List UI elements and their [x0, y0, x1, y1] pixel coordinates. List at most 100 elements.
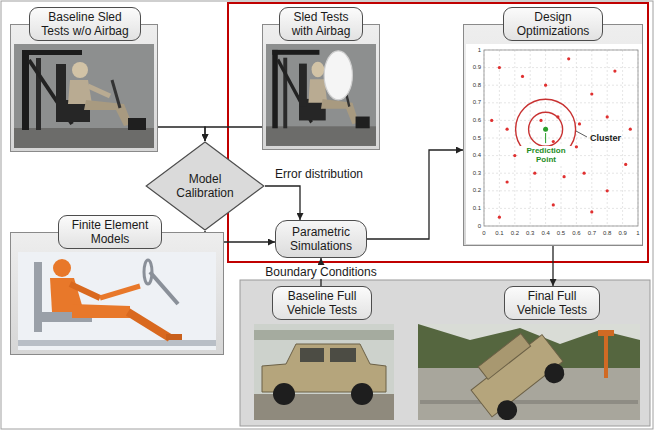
airbag-sled-test-photo [299, 64, 307, 107]
finite-element-model-render [50, 278, 84, 312]
rollover-vehicle-photo [418, 368, 640, 420]
connector-arrow [367, 150, 463, 239]
finite-element-model-render [70, 284, 100, 298]
plot-grid [514, 50, 515, 226]
node-text: Parametric Simulations [282, 225, 360, 253]
axis-tick: 0.3 [464, 170, 481, 177]
heading-text: Finite Element Models [65, 218, 155, 246]
baseline-vehicle-photo [254, 324, 394, 420]
axis-tick: 0.1 [464, 205, 481, 212]
sample-points [521, 75, 524, 78]
finite-element-model-render [100, 286, 140, 298]
rollover-vehicle-photo [418, 324, 640, 420]
heading-text: Baseline Full Vehicle Tests [279, 289, 365, 317]
panel-ground [262, 24, 380, 150]
test-panel: Final Full Vehicle Tests [412, 286, 644, 422]
axis-tick: 0.5 [464, 135, 481, 142]
callout-label: Prediction Point [520, 146, 572, 164]
heading-tab: Final Full Vehicle Tests [504, 286, 600, 320]
axis-tick: 0 [464, 223, 481, 230]
baseline-vehicle-photo [254, 330, 394, 340]
axis-tick: 1 [464, 47, 481, 54]
plot-grid [530, 50, 531, 226]
callout-label: Cluster [590, 133, 634, 143]
sample-points [552, 203, 555, 206]
heading-tab: Design Optimizations [503, 7, 603, 41]
sample-points [629, 128, 632, 131]
plot-grid [484, 226, 638, 227]
connector-arrow [552, 246, 553, 286]
baseline-vehicle-photo [273, 383, 295, 405]
airbag-sled-test-photo [356, 117, 370, 129]
rollover-vehicle-photo [418, 324, 640, 368]
sample-points [513, 154, 516, 157]
axis-tick: 0.3 [522, 230, 538, 237]
axis-tick: 0.2 [507, 230, 523, 237]
sled-test-photo [22, 50, 29, 130]
sample-points [590, 210, 593, 213]
axis-tick: 0.7 [584, 230, 600, 237]
sled-test-photo [68, 80, 92, 104]
vehicle-test-band [240, 280, 650, 426]
rollover-vehicle-photo [540, 359, 568, 387]
sample-points [624, 163, 627, 166]
finite-element-model-render [150, 272, 178, 304]
diamond-outline [146, 142, 264, 230]
sample-points [613, 70, 616, 73]
rollover-vehicle-photo [604, 334, 608, 378]
airbag-sled-test-photo [283, 58, 287, 129]
leader-line [576, 131, 587, 137]
plot-grid [484, 50, 638, 226]
baseline-vehicle-photo [300, 348, 324, 362]
axis-tick: 0.6 [568, 230, 584, 237]
finite-element-model-render [18, 340, 216, 346]
sled-test-photo [84, 100, 132, 126]
airbag-sled-test-photo [266, 126, 376, 146]
plot-grid [499, 50, 500, 226]
sled-test-photo [56, 100, 90, 122]
airbag-sled-test-photo [266, 44, 376, 146]
rollover-vehicle-photo [418, 324, 640, 420]
airbag-sled-test-photo [299, 99, 326, 121]
sample-points [578, 122, 581, 125]
sled-test-photo [128, 118, 146, 130]
axis-tick: 0.4 [538, 230, 554, 237]
sample-points [590, 92, 593, 95]
sample-points [498, 216, 501, 219]
decision-diamond: Model Calibration [145, 141, 265, 231]
connector-arrow [224, 241, 275, 242]
finite-element-model-render [18, 252, 216, 350]
airbag-sled-test-photo [312, 62, 325, 78]
finite-element-model-render [53, 259, 71, 277]
axis-tick: 0.4 [464, 152, 481, 159]
sample-points [506, 180, 509, 183]
sample-points [583, 172, 586, 175]
test-panel: Baseline Full Vehicle Tests [248, 286, 398, 422]
axis-tick: 0.6 [464, 117, 481, 124]
airbag-sled-test-photo [324, 85, 341, 95]
finite-element-model-render [72, 304, 130, 318]
sled-test-photo [29, 60, 72, 124]
edge-label: Boundary Conditions [263, 265, 378, 279]
axis-tick: 1 [630, 230, 646, 237]
sample-points [575, 145, 578, 148]
baseline-vehicle-photo [254, 324, 394, 420]
leader-line [545, 133, 546, 143]
axis-tick: 0.9 [615, 230, 631, 237]
axis-tick: 0.8 [599, 230, 615, 237]
heading-tab: Finite Element Models [58, 215, 162, 249]
airbag-sled-test-photo [266, 44, 376, 146]
rollover-vehicle-photo [471, 335, 563, 417]
sample-points [533, 172, 536, 175]
node-body: Model Calibration [145, 141, 265, 231]
baseline-vehicle-photo [330, 348, 356, 362]
axis-tick: 0.9 [464, 64, 481, 71]
plot-grid [484, 190, 638, 191]
sled-test-photo [14, 128, 154, 148]
plot-frame [484, 50, 638, 226]
sample-points [606, 189, 609, 192]
plot-grid [638, 50, 639, 226]
plot-grid [484, 50, 638, 51]
finite-element-model-render [42, 312, 92, 322]
axis-tick: 0.1 [491, 230, 507, 237]
